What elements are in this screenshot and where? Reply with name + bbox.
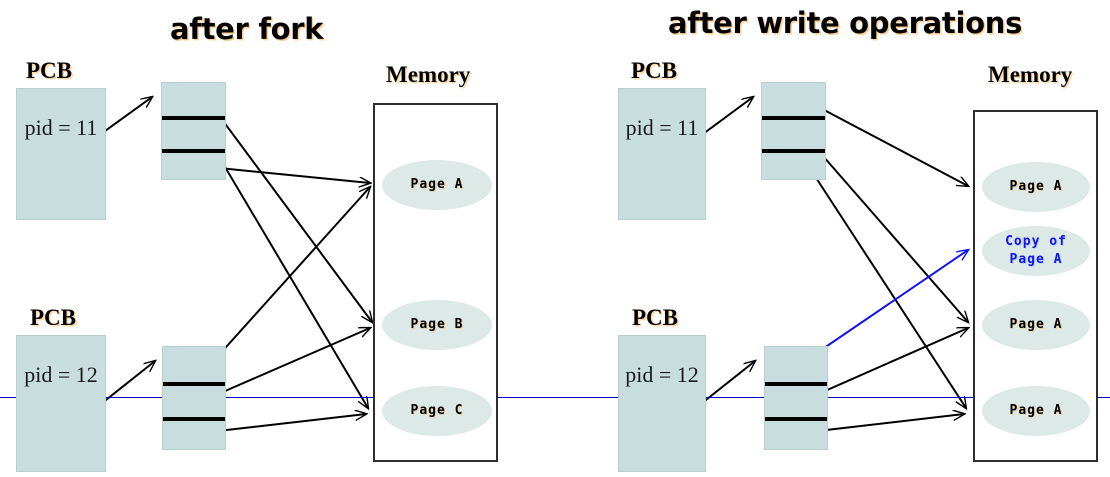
- arrow-r-pt12-e1-to-copy-of-pageA: [804, 250, 968, 362]
- pcb-box-pid12[interactable]: pid = 12: [16, 335, 106, 472]
- pcb-box-pid11[interactable]: pid = 11: [16, 88, 106, 220]
- panel-title-after-fork: after fork: [170, 12, 324, 46]
- memory-page-A-right-bottom[interactable]: Page A: [982, 386, 1090, 436]
- arrow-r-pt12-e2-to-pageA-mid: [808, 328, 968, 399]
- page-table-divider: [162, 149, 225, 153]
- pcb-label-bottom-right: PCB: [632, 305, 678, 330]
- page-table-divider: [762, 149, 825, 153]
- blue-divider-line: [0, 397, 1110, 398]
- memory-page-B-left[interactable]: Page B: [382, 300, 492, 350]
- pcb-box-right-pid11[interactable]: pid = 11: [618, 88, 706, 220]
- pcb-label-top-left: PCB: [26, 58, 72, 83]
- memory-label-right: Memory: [988, 62, 1073, 87]
- page-table-divider: [162, 116, 225, 120]
- page-table-divider: [765, 417, 827, 421]
- pcb-pid-value-12: pid = 12: [24, 362, 98, 387]
- arrow-pt11-e2-to-pageC: [208, 139, 368, 408]
- memory-page-A-right-top[interactable]: Page A: [982, 162, 1090, 212]
- memory-page-C-left[interactable]: Page C: [382, 386, 492, 436]
- page-table-divider: [762, 116, 825, 120]
- memory-label-left: Memory: [386, 62, 471, 87]
- arrow-r-pt12-e3-to-pageA-bottom: [808, 414, 964, 433]
- pcb-label-top-right: PCB: [631, 58, 677, 83]
- arrow-r-pt11-e1-to-pageA-top: [808, 101, 968, 186]
- page-table-divider: [163, 382, 225, 386]
- arrow-r-pt11-e3-to-pageA-bottom: [808, 166, 966, 408]
- pcb-box-right-pid12[interactable]: pid = 12: [618, 335, 706, 472]
- arrow-pt12-e3-to-pageC: [208, 414, 366, 433]
- page-table-divider: [163, 417, 225, 421]
- pcb-pid-value-right-12: pid = 12: [625, 362, 699, 387]
- page-table-pid11[interactable]: [161, 82, 226, 180]
- arrow-r-pt11-e2-to-pageA-mid: [808, 139, 968, 322]
- panel-title-after-write-operations: after write operations: [668, 6, 1023, 40]
- page-table-right-pid12[interactable]: [764, 346, 828, 450]
- page-table-divider: [765, 382, 827, 386]
- pcb-pid-value-11: pid = 11: [24, 115, 98, 140]
- arrow-pt11-e1-to-pageB: [208, 101, 372, 322]
- arrow-pt12-e2-to-pageB: [208, 328, 370, 399]
- arrow-pt12-e1-to-pageA: [208, 187, 370, 367]
- arrow-pt11-e3-to-pageA: [208, 166, 370, 183]
- page-table-right-pid11[interactable]: [761, 82, 826, 180]
- copy-on-write-arrow: [804, 250, 968, 362]
- page-table-pid12[interactable]: [162, 346, 226, 450]
- memory-page-A-left[interactable]: Page A: [382, 160, 492, 210]
- pcb-label-bottom-left: PCB: [30, 305, 76, 330]
- memory-page-A-right-middle[interactable]: Page A: [982, 300, 1090, 350]
- pcb-pid-value-right-11: pid = 11: [625, 115, 699, 140]
